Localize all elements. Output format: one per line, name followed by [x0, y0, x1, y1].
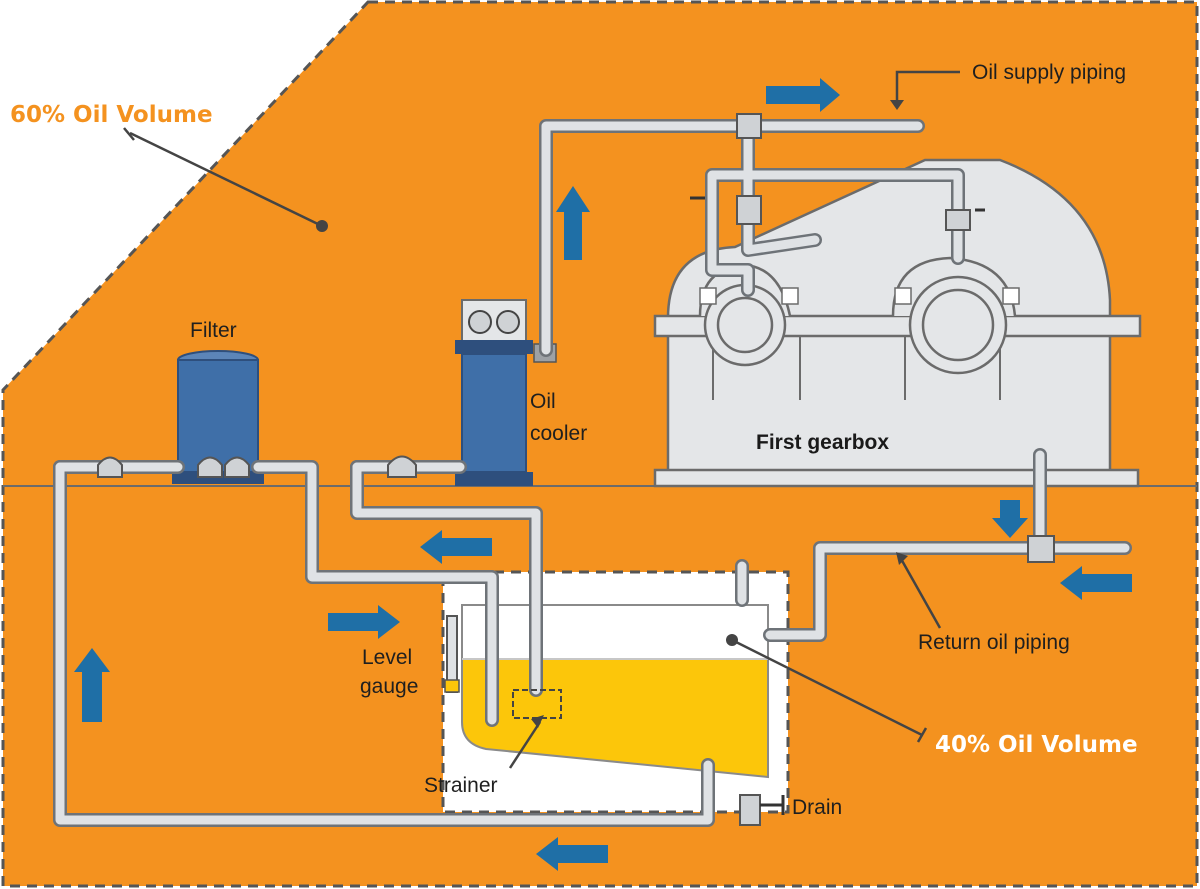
valve-icon	[97, 113, 1055, 826]
drain-label: Drain	[792, 796, 842, 819]
return-oil-piping-label: Return oil piping	[918, 631, 1070, 654]
level-gauge-label-line1: Level	[362, 646, 412, 669]
arrow-icon	[74, 78, 1132, 871]
supply-leader	[895, 70, 960, 100]
first-gearbox	[653, 158, 1142, 488]
lower-callout-leader	[731, 638, 923, 737]
strainer-label: Strainer	[424, 774, 498, 797]
level-gauge-label-line2: gauge	[360, 675, 418, 698]
filter	[172, 350, 264, 484]
oil-cooler-label-line2: cooler	[530, 422, 587, 445]
first-gearbox-label: First gearbox	[756, 431, 889, 454]
lower-callout: 40% Oil Volume	[935, 732, 1138, 758]
oil-supply-piping-label: Oil supply piping	[972, 61, 1126, 84]
level-gauge	[444, 615, 460, 693]
filter-label: Filter	[190, 319, 237, 342]
strainer-leader	[508, 721, 542, 769]
upper-callout: 60% Oil Volume	[10, 102, 213, 128]
upper-callout-leader	[129, 131, 323, 228]
return-leader	[898, 556, 942, 629]
oil-cooler-label-line1: Oil	[530, 390, 556, 413]
